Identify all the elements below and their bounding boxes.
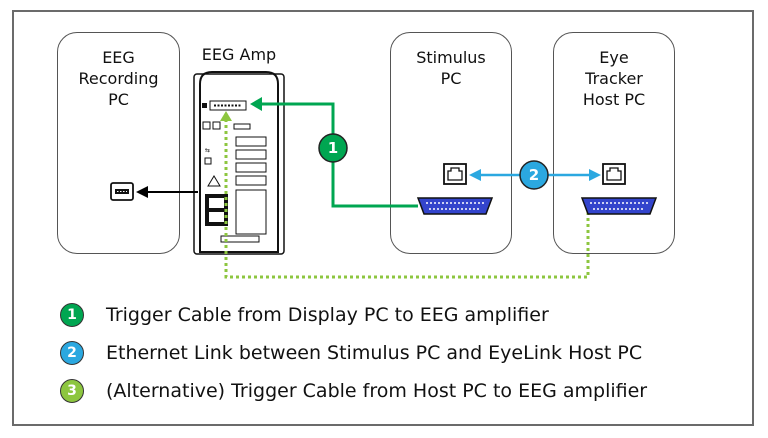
badge-2-label: 2 [529,166,539,184]
legend-text-2: Ethernet Link between Stimulus PC and Ey… [106,342,643,364]
alt-trigger-cable-3 [224,118,590,279]
eye-tracker-ethernet-icon [602,163,626,185]
eye-tracker-db25-port [580,197,658,215]
badge-1-label: 1 [328,139,338,157]
legend-text-1: Trigger Cable from Display PC to EEG amp… [106,304,549,326]
ethernet-arrowhead-right [589,169,601,181]
usb-port-icon [110,182,134,201]
legend-item-2: 2 Ethernet Link between Stimulus PC and … [60,338,642,368]
eeg-recording-pc-label: EEG Recording PC [78,48,159,109]
stimulus-pc-db25-port [416,197,494,215]
eeg-amp-device: ⇆ [193,71,285,255]
legend-badge-3: 3 [60,379,84,403]
legend-item-1: 1 Trigger Cable from Display PC to EEG a… [60,300,549,330]
badge-1 [318,133,348,163]
stimulus-pc-box: Stimulus PC [390,32,512,254]
legend-badge-2: 2 [60,341,84,365]
usb-arrow-head [136,186,148,198]
ethernet-arrowhead-left [469,169,481,181]
stimulus-pc-label: Stimulus PC [416,48,486,88]
badge-2 [519,160,549,190]
alt-trigger-cable-3-arrowhead [220,111,232,121]
legend-badge-1: 1 [60,303,84,327]
legend-text-3: (Alternative) Trigger Cable from Host PC… [106,380,648,402]
stimulus-pc-ethernet-icon [443,163,467,185]
eeg-amp-label: EEG Amp [201,45,277,64]
eeg-recording-pc-box: EEG Recording PC [57,32,180,254]
svg-text:⇆: ⇆ [205,147,210,154]
trigger-cable-1-arrowhead [250,97,262,111]
eye-tracker-host-pc-label: Eye Tracker Host PC [582,48,646,109]
legend-item-3: 3 (Alternative) Trigger Cable from Host … [60,376,647,406]
eye-tracker-host-pc-box: Eye Tracker Host PC [553,32,675,254]
